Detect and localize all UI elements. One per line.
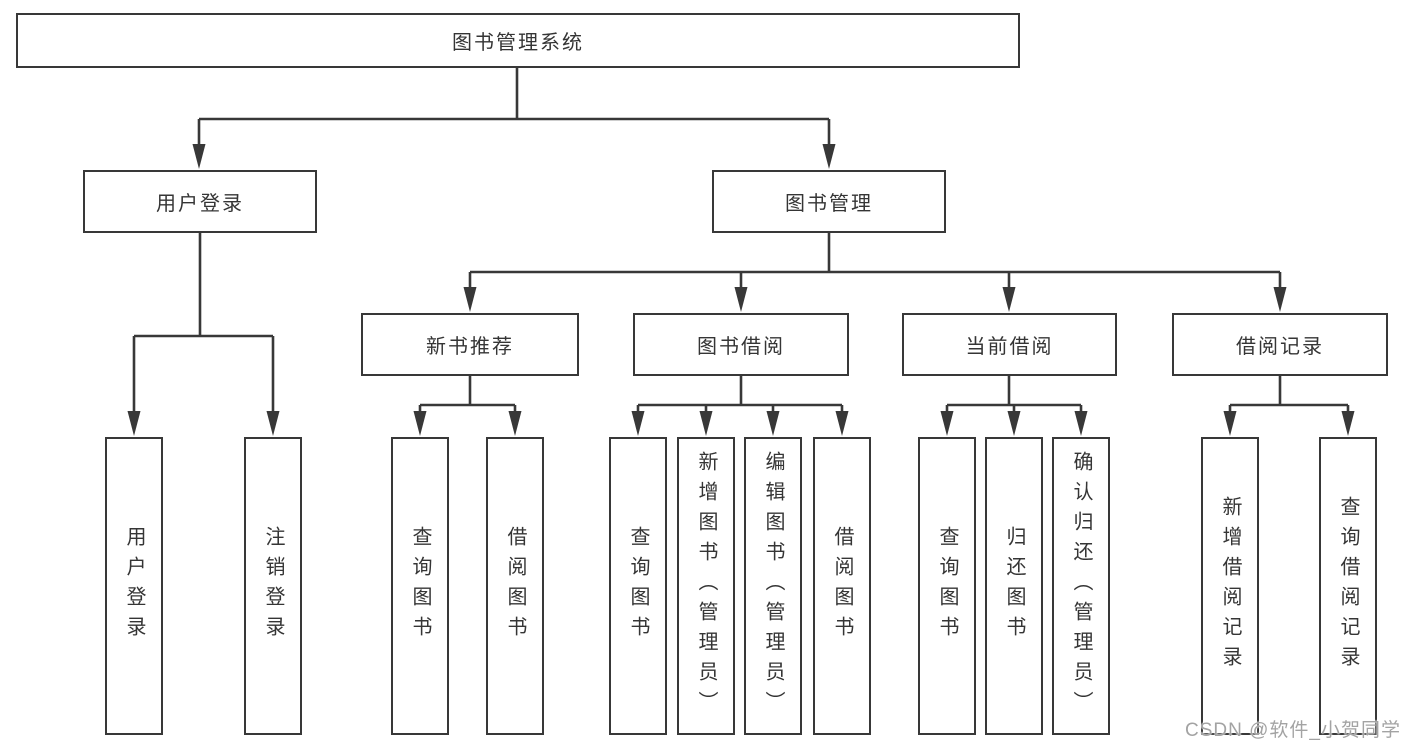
csdn-watermark: CSDN @软件_小贺同学 (1185, 720, 1401, 741)
node-add-borrow-record: 新增借阅记录 (1201, 437, 1259, 735)
node-current-borrowing: 当前借阅 (902, 313, 1117, 376)
node-book-management: 图书管理 (712, 170, 946, 233)
node-query-books-recommend: 查询图书 (391, 437, 449, 735)
node-new-book-recommend: 新书推荐 (361, 313, 579, 376)
node-book-borrowing: 图书借阅 (633, 313, 849, 376)
node-user-login: 用户登录 (83, 170, 317, 233)
node-confirm-return-admin: 确认归还（管理员） (1052, 437, 1110, 735)
node-add-books-admin: 新增图书（管理员） (677, 437, 735, 735)
node-logout-action: 注销登录 (244, 437, 302, 735)
node-query-books-borrowing: 查询图书 (609, 437, 667, 735)
node-query-borrow-record: 查询借阅记录 (1319, 437, 1377, 735)
node-user-login-action: 用户登录 (105, 437, 163, 735)
node-borrow-books-recommend: 借阅图书 (486, 437, 544, 735)
node-query-books-current: 查询图书 (918, 437, 976, 735)
node-borrowing-records: 借阅记录 (1172, 313, 1388, 376)
node-borrow-books-borrowing: 借阅图书 (813, 437, 871, 735)
node-edit-books-admin: 编辑图书（管理员） (744, 437, 802, 735)
node-return-books: 归还图书 (985, 437, 1043, 735)
arrowheads (127, 144, 1355, 436)
node-library-management-system: 图书管理系统 (16, 13, 1020, 68)
